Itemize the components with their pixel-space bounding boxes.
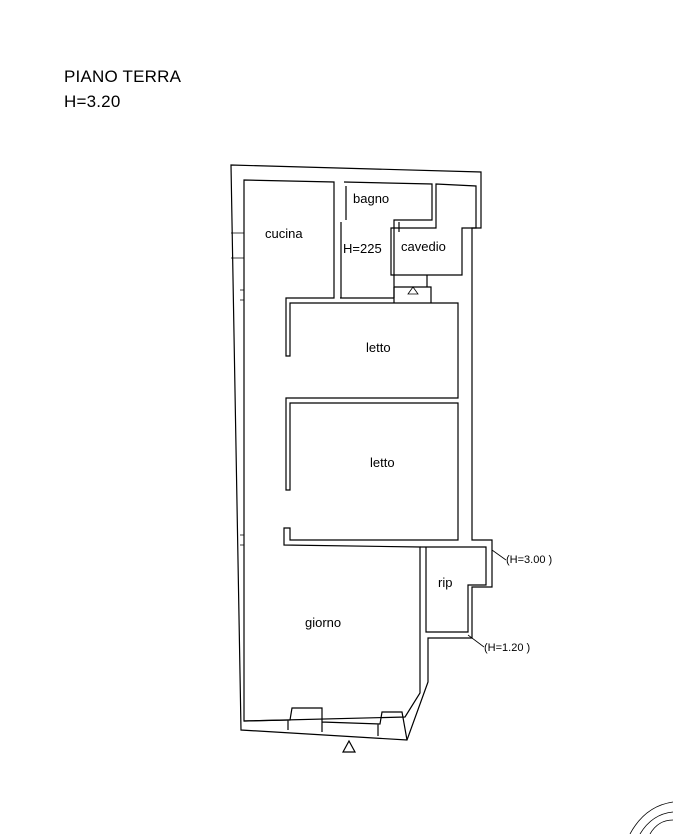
- label-cavedio: cavedio: [401, 239, 446, 254]
- left-wall-marks: [231, 232, 244, 546]
- label-letto-2: letto: [370, 455, 395, 470]
- leader-h120: [467, 634, 485, 648]
- hall-walls: [393, 275, 432, 303]
- annotation-h120: (H=1.20 ): [484, 642, 530, 654]
- label-letto-1: letto: [366, 340, 391, 355]
- label-giorno: giorno: [305, 615, 341, 630]
- floor-title: PIANO TERRA: [64, 67, 182, 86]
- label-cucina: cucina: [265, 226, 303, 241]
- corner-arc: [629, 801, 673, 834]
- outer-wall: [230, 164, 493, 741]
- label-bagno: bagno: [353, 191, 389, 206]
- bagno-walls: [340, 181, 433, 299]
- cavedio-walls: [390, 183, 477, 276]
- bottom-openings: [243, 707, 408, 741]
- label-rip: rip: [438, 575, 452, 590]
- floor-height: H=3.20: [64, 92, 121, 111]
- leader-h300: [491, 549, 507, 561]
- marker-triangle-top: [407, 286, 419, 295]
- entrance-triangle: [341, 739, 357, 753]
- annotation-h300: (H=3.00 ): [506, 554, 552, 566]
- inner-wall: [243, 179, 459, 722]
- rip-walls: [420, 546, 487, 633]
- label-bagno-height: H=225: [343, 241, 382, 256]
